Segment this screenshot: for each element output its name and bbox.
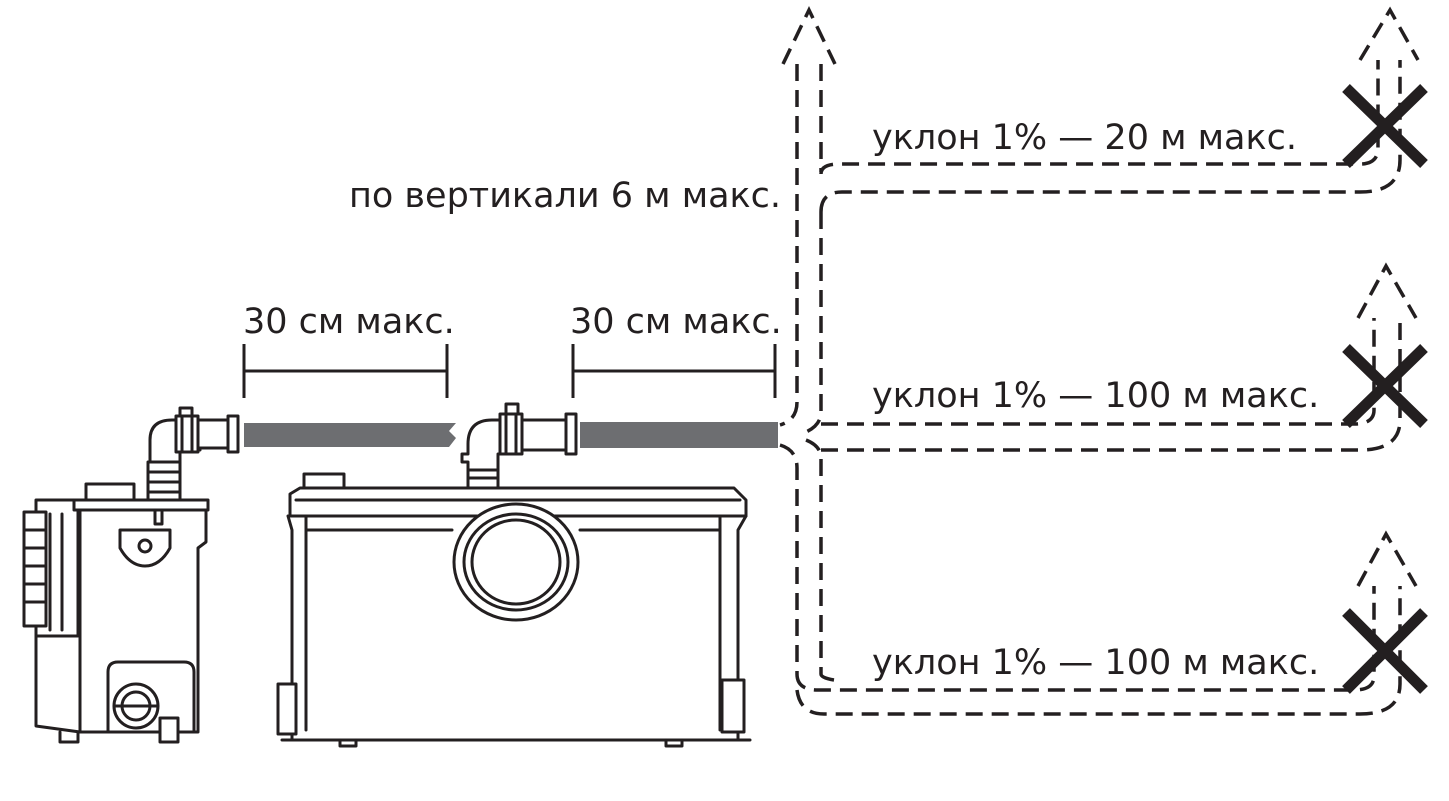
dimension-left <box>242 344 449 398</box>
label-left-pipe-max: 30 см макс. <box>243 302 455 342</box>
label-vertical-max: по вертикали 6 м макс. <box>349 176 782 216</box>
label-right-pipe-max: 30 см макс. <box>570 302 782 342</box>
right-discharge-pipe <box>580 422 778 448</box>
left-discharge-pipe <box>244 423 456 447</box>
cross-x-icon <box>1342 608 1428 694</box>
label-slope-middle: уклон 1% — 100 м макс. <box>872 376 1320 416</box>
macerator-unit <box>276 472 752 748</box>
dimension-right <box>571 344 777 398</box>
macerator-elbow <box>460 402 578 490</box>
small-pump-unit <box>22 460 210 744</box>
label-slope-top: уклон 1% — 20 м макс. <box>872 118 1297 158</box>
dashed-routes <box>779 5 1420 716</box>
small-unit-elbow <box>148 406 240 464</box>
label-slope-bottom: уклон 1% — 100 м макс. <box>872 643 1320 683</box>
cross-x-icon <box>1342 84 1428 168</box>
cross-x-icon <box>1342 344 1428 428</box>
